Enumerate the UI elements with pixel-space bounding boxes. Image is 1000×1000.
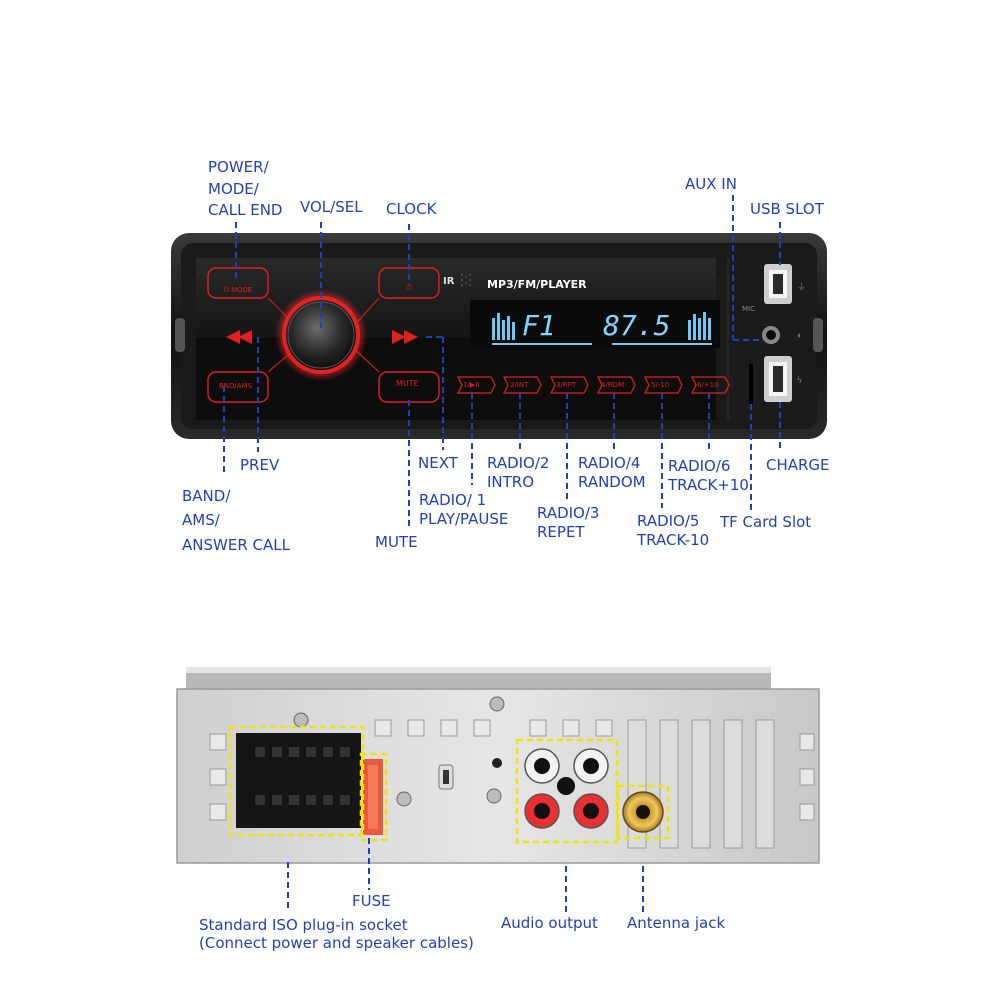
svg-text:ϟ: ϟ [797,375,802,385]
preset-4-text: 4/RDM [601,381,625,389]
label-mute: MUTE [375,533,418,551]
label-power-2: MODE/ [208,180,259,198]
label-radio2-1: RADIO/2 [487,454,550,472]
label-next: NEXT [418,454,458,472]
prev-next-chevrons [226,330,418,344]
mic-label: MIC [742,305,755,313]
bnd-ams-button-text: BND/AMS [219,382,253,390]
leader-lines [223,195,781,912]
preset-buttons [457,376,730,394]
mute-button-text: MUTE [396,379,419,388]
label-band-2: AMS/ [182,511,220,529]
preset-2-text: 2/INT [510,381,529,389]
preset-6-text: 6/+10 [697,381,719,389]
label-band-1: BAND/ [182,487,231,505]
label-radio4-2: RANDOM [578,473,646,491]
ir-label: IR [443,276,455,287]
label-radio6-2: TRACK+10 [668,476,749,494]
label-clock: CLOCK [386,200,437,218]
tf-slot [749,364,753,404]
label-aux-in: AUX IN [685,175,737,193]
label-prev: PREV [240,456,280,474]
label-band-3: ANSWER CALL [182,536,290,554]
label-radio5-2: TRACK-10 [637,531,710,549]
label-antenna-jack: Antenna jack [627,914,726,932]
label-iso-socket-1: Standard ISO plug-in socket [199,916,408,934]
label-charge: CHARGE [766,456,830,474]
preset-3-text: 3/RPT [556,381,577,389]
label-fuse: FUSE [352,892,391,910]
label-radio4-1: RADIO/4 [578,454,641,472]
label-radio6-1: RADIO/6 [668,457,731,475]
volume-knob [286,300,356,370]
display-title: MP3/FM/PLAYER [487,278,587,291]
display-frequency: 87.5 [603,309,671,342]
label-radio1-2: PLAY/PAUSE [419,510,509,528]
svg-text:⏻ MODE: ⏻ MODE [224,286,253,294]
svg-text:⏚: ⏚ [797,282,806,292]
label-power-1: POWER/ [208,158,269,176]
label-power-3: CALL END [208,201,283,219]
display-band: F1 [522,309,556,342]
label-radio3-2: REPET [537,523,585,541]
label-radio1-1: RADIO/ 1 [419,491,487,509]
audio-output-rca [524,748,609,829]
highlight-boxes [228,725,670,844]
label-radio5-1: RADIO/5 [637,512,700,530]
screws [293,696,505,807]
label-iso-socket-2: (Connect power and speaker cables) [199,934,474,952]
preset-1-text: 1/▶II [463,381,480,389]
svg-text:⏱: ⏱ [406,283,412,292]
label-vol-sel: VOL/SEL [300,198,363,216]
label-radio3-1: RADIO/3 [537,504,600,522]
label-tf-card-slot: TF Card Slot [720,513,812,531]
svg-text:◐: ◐ [797,330,802,340]
label-usb-slot: USB SLOT [750,200,824,218]
preset-5-text: 5/-10 [651,381,670,389]
label-radio2-2: INTRO [487,473,535,491]
label-audio-output: Audio output [501,914,598,932]
